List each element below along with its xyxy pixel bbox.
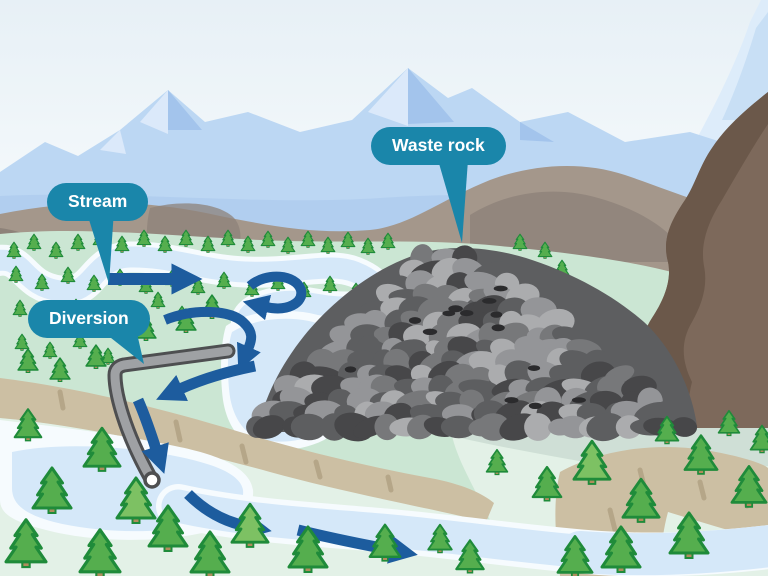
pine-tree (85, 344, 107, 370)
pine-tree (17, 348, 39, 374)
pine-tree (114, 235, 130, 253)
waste-rock-label-bubble: Waste rock (371, 127, 506, 165)
pine-tree (12, 299, 28, 317)
pine-tree (34, 273, 50, 291)
pipe-outlet (143, 471, 161, 489)
pine-tree (14, 333, 30, 351)
diversion-label-tail (106, 329, 144, 364)
pine-tree (147, 504, 189, 552)
pine-tree (220, 229, 236, 247)
pine-tree (157, 235, 173, 253)
pine-tree (26, 233, 42, 251)
waste-rock-label: Waste rock (392, 135, 485, 155)
pine-tree (60, 266, 76, 284)
pine-tree (136, 229, 152, 247)
pine-tree (730, 465, 768, 508)
flow-arrow-2 (242, 271, 307, 321)
diversion-label-bubble: Diversion (28, 300, 150, 338)
pine-tree (82, 426, 122, 472)
waste-rock-label-tail (438, 160, 468, 243)
stream-label: Stream (68, 191, 128, 211)
stream-label-tail (86, 210, 114, 284)
pine-tree (230, 502, 270, 548)
pine-tree (13, 408, 43, 442)
pine-tree (300, 230, 316, 248)
flow-arrow-5 (132, 397, 169, 474)
pine-tree (115, 476, 157, 524)
stream-label-bubble: Stream (47, 183, 149, 221)
pine-tree (6, 241, 22, 259)
pine-tree (749, 424, 768, 454)
pine-tree (717, 409, 741, 437)
pine-tree (340, 231, 356, 249)
pine-tree (455, 539, 485, 574)
diversion-label: Diversion (49, 308, 129, 328)
pine-tree (200, 235, 216, 253)
pine-tree (621, 477, 661, 523)
pine-tree (531, 465, 563, 502)
pine-tree (178, 229, 194, 247)
pine-tree (4, 518, 48, 569)
trees-foreground (4, 408, 768, 576)
pine-tree (322, 275, 338, 293)
pine-tree (78, 528, 122, 576)
pine-tree (485, 448, 509, 476)
pine-tree (360, 237, 376, 255)
pine-tree (427, 523, 453, 554)
pine-tree (287, 525, 329, 573)
pine-tree (216, 271, 232, 289)
pine-tree (380, 232, 396, 250)
pine-tree (556, 535, 594, 576)
pine-tree (100, 347, 116, 365)
pine-tree (8, 265, 24, 283)
pine-tree (512, 233, 528, 251)
pine-tree (654, 415, 680, 445)
pine-tree (683, 434, 719, 475)
flow-arrow-4 (156, 360, 257, 402)
pine-tree (368, 523, 402, 562)
pine-tree (70, 233, 86, 251)
pine-tree (320, 236, 336, 254)
label-tails (86, 160, 468, 364)
pine-tree (150, 291, 166, 309)
pine-tree (48, 241, 64, 259)
pine-tree (600, 525, 642, 573)
pine-tree (31, 466, 73, 514)
pine-tree (86, 274, 102, 292)
pine-tree (240, 235, 256, 253)
pine-tree (537, 241, 553, 259)
pine-tree (572, 439, 612, 485)
waste-rock-pile (246, 244, 698, 442)
pine-tree (189, 530, 231, 576)
pine-tree (49, 357, 71, 383)
waste-rock-stones (246, 244, 698, 442)
pine-tree (42, 341, 58, 359)
pine-tree (280, 236, 296, 254)
flow-arrow-3 (163, 307, 261, 371)
pine-tree (260, 230, 276, 248)
pine-tree (668, 511, 710, 559)
